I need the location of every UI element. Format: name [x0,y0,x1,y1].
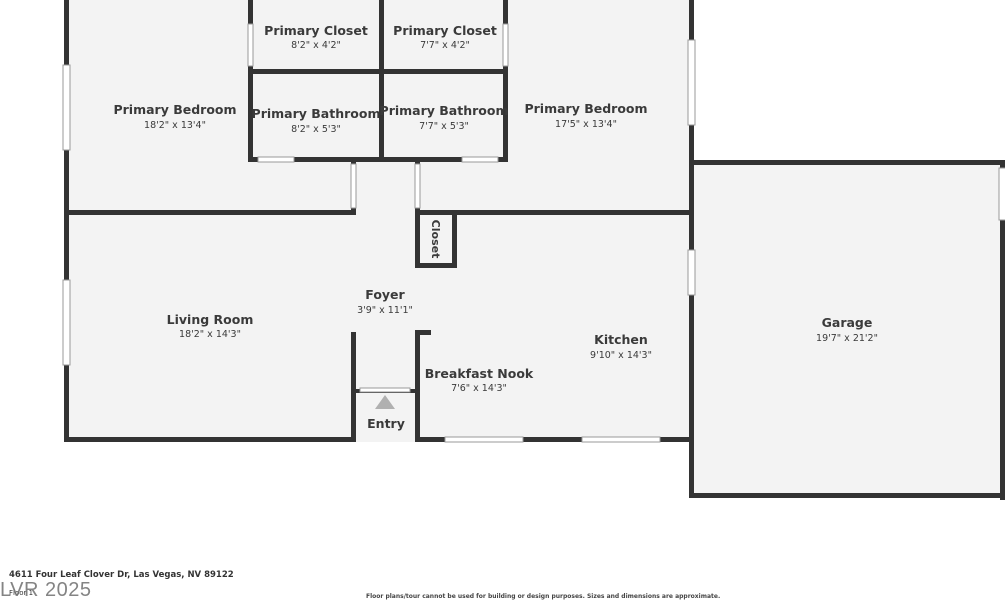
entry-label: Entry [367,416,405,431]
room-dimensions: 7'6" x 14'3" [451,383,507,394]
property-address: 4611 Four Leaf Clover Dr, Las Vegas, NV … [9,570,234,580]
room-name: Garage [822,315,873,330]
room-name: Breakfast Nook [425,366,534,381]
room-name: Kitchen [594,332,648,347]
watermark: LVR 2025 [0,579,92,601]
entry-arrow-icon [375,395,395,409]
room-name: Foyer [365,287,405,302]
room-dimensions: 7'7" x 5'3" [419,121,469,132]
room-dimensions: 19'7" x 21'2" [816,333,878,344]
floor-label: Floor 1 [9,589,34,597]
room-dimensions: 18'2" x 13'4" [144,120,206,131]
room-dimensions: 18'2" x 14'3" [179,329,241,340]
room-dimensions: 7'7" x 4'2" [420,40,470,51]
room-name: Primary Bathroom [252,106,381,121]
room-name: Primary Closet [264,23,368,38]
closet-label: Closet [429,220,442,259]
room-dimensions: 8'2" x 4'2" [291,40,341,51]
windows [62,23,1005,443]
room-name: Primary Bedroom [113,102,236,117]
room-dimensions: 9'10" x 14'3" [590,350,652,361]
room-dimensions: 17'5" x 13'4" [555,119,617,130]
room-name: Primary Bedroom [524,101,647,116]
room-dimensions: 8'2" x 5'3" [291,124,341,135]
disclaimer: Floor plans/tour cannot be used for buil… [366,593,721,600]
floor-fill [64,0,1005,498]
room-dimensions: 3'9" x 11'1" [357,305,413,316]
room-name: Primary Bathroom [380,103,509,118]
room-name: Living Room [167,312,254,327]
room-name: Primary Closet [393,23,497,38]
